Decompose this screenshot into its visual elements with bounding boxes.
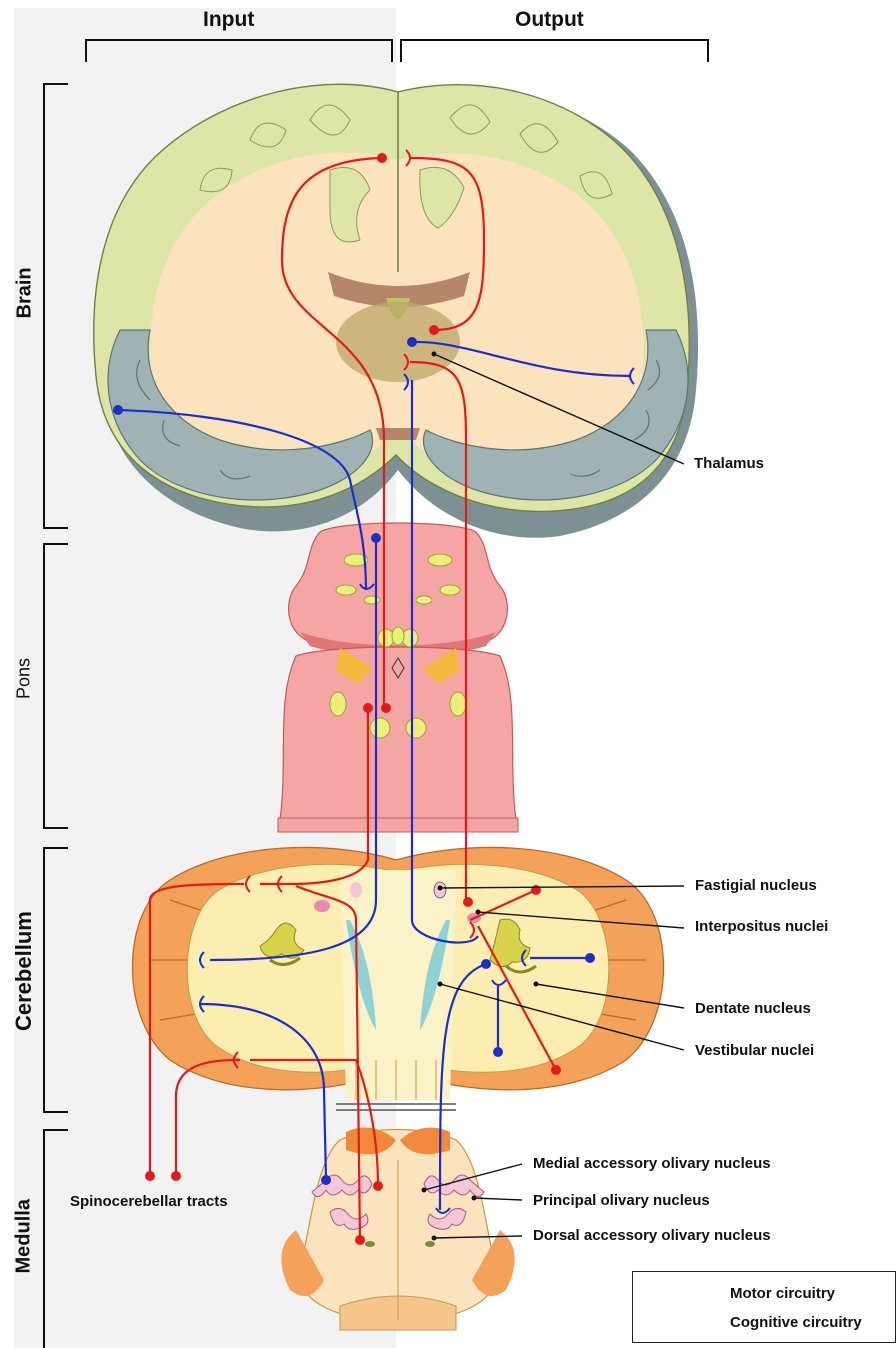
dentate-nucleus-label: Dentate nucleus — [695, 1000, 811, 1017]
spinocerebellar-tracts-label: Spinocerebellar tracts — [70, 1193, 228, 1210]
interpositus-nuclei-label: Interpositus nuclei — [695, 918, 828, 935]
pons-section — [278, 523, 518, 832]
vestibular-nuclei-label: Vestibular nuclei — [695, 1042, 814, 1059]
principal-olivary-label: Principal olivary nucleus — [533, 1192, 710, 1209]
medulla-region-label: Medulla — [13, 1202, 36, 1274]
medial-accessory-olivary-label: Medial accessory olivary nucleus — [533, 1155, 771, 1172]
dorsal-accessory-olivary-label: Dorsal accessory olivary nucleus — [533, 1227, 771, 1244]
cerebellum-region-label: Cerebellum — [11, 915, 37, 1031]
legend — [632, 1271, 896, 1343]
brain-section — [94, 84, 698, 538]
input-header: Input — [203, 8, 254, 32]
thalamus-label: Thalamus — [694, 455, 764, 472]
output-header: Output — [515, 8, 584, 32]
pons-region-label: Pons — [14, 657, 35, 701]
brain-region-label: Brain — [14, 269, 37, 319]
pons-lower — [280, 647, 516, 820]
legend-cognitive-label: Cognitive circuitry — [730, 1314, 862, 1331]
thalamus-region — [336, 302, 460, 382]
fastigial-nucleus-label: Fastigial nucleus — [695, 877, 817, 894]
legend-motor-label: Motor circuitry — [730, 1285, 835, 1302]
